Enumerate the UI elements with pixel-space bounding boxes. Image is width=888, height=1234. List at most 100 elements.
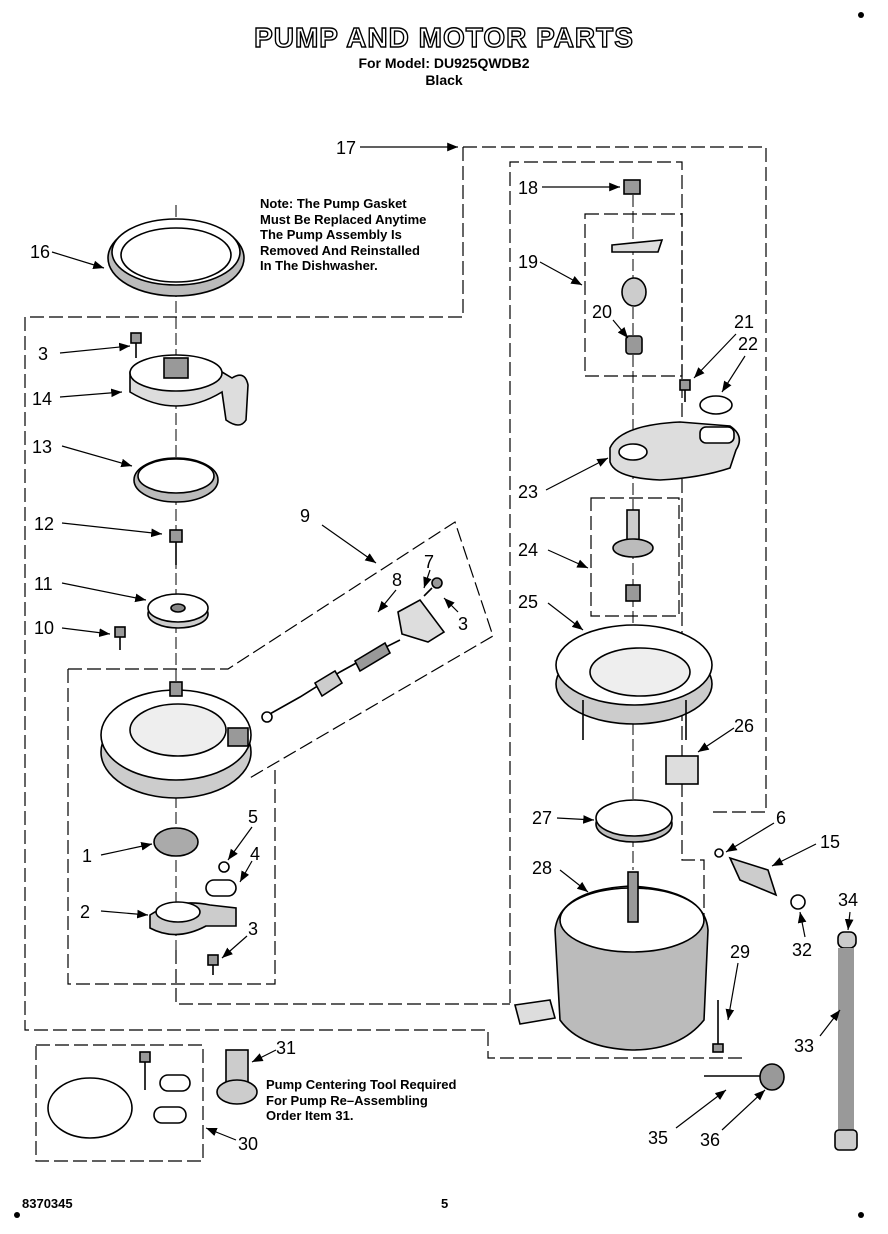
page-number: 5 (441, 1196, 449, 1211)
part-26-block (665, 755, 699, 785)
callout-34: 34 (838, 890, 858, 910)
callout-8: 8 (392, 570, 402, 590)
callout-29: 29 (730, 942, 750, 962)
gasket-note: Note: The Pump Gasket Must Be Replaced A… (260, 196, 426, 274)
callout-15: 15 (820, 832, 840, 852)
part-18-nut (623, 179, 641, 195)
pump-housing (100, 681, 252, 799)
part-16-gasket (107, 218, 245, 297)
gasket-note-line: In The Dishwasher. (260, 258, 378, 273)
part-10-screw (114, 626, 126, 650)
part-24-shaft-seal (612, 509, 654, 602)
part-9-valve-assembly (261, 598, 446, 723)
registration-mark (858, 12, 864, 18)
callout-3: 3 (458, 614, 468, 634)
page-title: PUMP AND MOTOR PARTS (253, 21, 634, 53)
callout-10: 10 (34, 618, 54, 638)
callout-labels: 17 16 3 14 13 12 11 10 9 8 7 3 1 2 5 4 3… (30, 138, 858, 1154)
tool-note: Pump Centering Tool Required For Pump Re… (266, 1077, 456, 1124)
callout-2: 2 (80, 902, 90, 922)
callout-30: 30 (238, 1134, 258, 1154)
callout-24: 24 (518, 540, 538, 560)
tool-note-line: Pump Centering Tool Required (266, 1077, 457, 1092)
part-23-plate (609, 421, 741, 481)
boundary-left (24, 147, 746, 1059)
part-13-seal-ring (133, 457, 219, 503)
boundary-17 (463, 146, 767, 813)
part-15-fitting (714, 848, 778, 897)
part-22-seal (699, 395, 733, 415)
callout-3: 3 (248, 919, 258, 939)
part-3-screw (130, 332, 142, 358)
part-11-impeller (147, 593, 209, 629)
part-21-screw (679, 379, 691, 402)
callout-35: 35 (648, 1128, 668, 1148)
color-line: Black (425, 72, 463, 88)
part-31-centering-tool (216, 1049, 258, 1105)
part-32-clamp (790, 894, 806, 910)
boundary-pump-top (68, 521, 494, 780)
gasket-note-line: The Pump Assembly Is (260, 227, 402, 242)
part-4-ring (205, 879, 237, 897)
part-36-knob (759, 1063, 785, 1091)
callout-13: 13 (32, 437, 52, 457)
callout-5: 5 (248, 807, 258, 827)
callout-25: 25 (518, 592, 538, 612)
callout-14: 14 (32, 389, 52, 409)
part-28-motor (513, 871, 709, 1051)
registration-mark (858, 1212, 864, 1218)
part-34-33-hose (834, 931, 858, 1151)
boundary-pump-base (175, 950, 510, 1005)
callout-20: 20 (592, 302, 612, 322)
callout-26: 26 (734, 716, 754, 736)
part-30-kit (47, 1051, 191, 1139)
part-25-motor-mount (555, 624, 713, 740)
callout-7: 7 (424, 552, 434, 572)
part-1-filter (153, 827, 199, 857)
callout-21: 21 (734, 312, 754, 332)
leader-lines (51, 142, 854, 1141)
boundary-motor (509, 161, 705, 1003)
callout-1: 1 (82, 846, 92, 866)
assembly-boundaries (24, 146, 767, 1162)
part-14-pump-cover (129, 354, 249, 426)
part-12-bolt (169, 529, 183, 565)
boundary-30 (35, 1044, 204, 1162)
callout-4: 4 (250, 844, 260, 864)
callout-6: 6 (776, 808, 786, 828)
callout-3: 3 (38, 344, 48, 364)
gasket-note-line: Note: The Pump Gasket (260, 196, 407, 211)
callout-27: 27 (532, 808, 552, 828)
gasket-note-line: Removed And Reinstalled (260, 242, 420, 258)
tool-note-line: Order Item 31. (266, 1108, 354, 1123)
callout-23: 23 (518, 482, 538, 502)
part-7-screw (423, 577, 443, 597)
callout-17: 17 (336, 138, 356, 158)
boundary-24 (590, 497, 680, 617)
part-2-bracket (149, 901, 237, 936)
callout-9: 9 (300, 506, 310, 526)
part-3-screw-lower (207, 954, 219, 975)
callout-36: 36 (700, 1130, 720, 1150)
boundary-pump (67, 669, 276, 985)
callout-32: 32 (792, 940, 812, 960)
part-5-ball (218, 861, 230, 873)
callout-31: 31 (276, 1038, 296, 1058)
doc-number: 8370345 (22, 1196, 73, 1211)
part-19-clip (611, 239, 664, 307)
callout-11: 11 (34, 574, 53, 594)
registration-mark (14, 1212, 20, 1218)
gasket-note-line: Must Be Replaced Anytime (260, 211, 427, 227)
callout-22: 22 (738, 334, 758, 354)
model-line: For Model: DU925QWDB2 (358, 55, 530, 71)
part-20-bushing (625, 335, 643, 355)
callout-12: 12 (34, 514, 54, 534)
callout-19: 19 (518, 252, 538, 272)
part-27-disk (595, 799, 673, 843)
tool-note-line: For Pump Re–Assembling (266, 1092, 428, 1108)
callout-16: 16 (30, 242, 50, 262)
part-29-bolt (712, 1000, 724, 1053)
callout-33: 33 (794, 1036, 814, 1056)
